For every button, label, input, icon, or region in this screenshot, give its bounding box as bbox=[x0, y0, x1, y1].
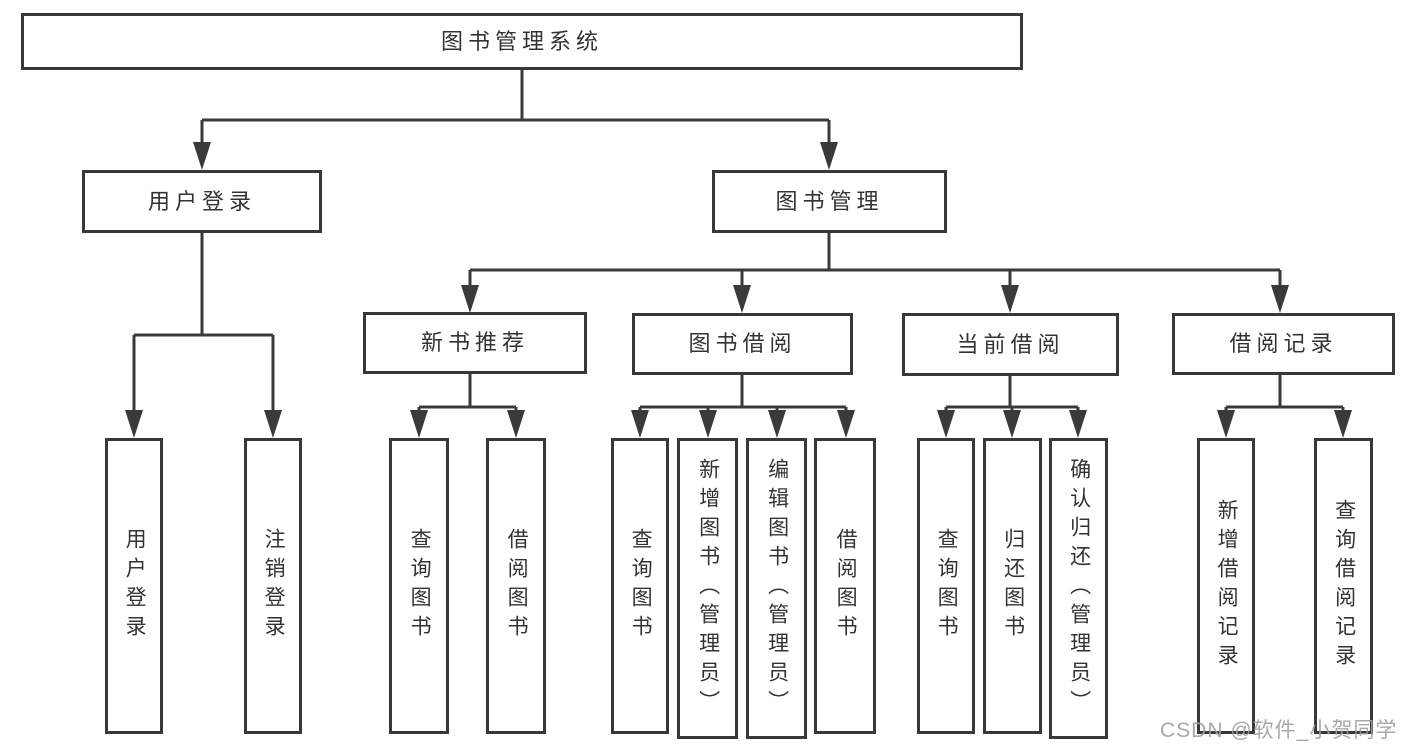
connector-segments bbox=[132, 70, 1345, 418]
node-user-login-action: 用户登录 bbox=[105, 438, 163, 734]
node-current-borrow: 当前借阅 bbox=[902, 313, 1119, 376]
node-library-management-system: 图书管理系统 bbox=[21, 13, 1023, 70]
node-borrow-books: 借阅图书 bbox=[814, 438, 876, 734]
node-logout-action: 注销登录 bbox=[244, 438, 302, 734]
node-confirm-return-admin: 确认归还（管理员） bbox=[1049, 438, 1108, 739]
node-edit-books-admin: 编辑图书（管理员） bbox=[746, 438, 807, 739]
node-book-management: 图书管理 bbox=[712, 170, 947, 233]
node-add-books-admin: 新增图书（管理员） bbox=[677, 438, 738, 739]
node-user-login: 用户登录 bbox=[82, 170, 322, 233]
node-book-borrow: 图书借阅 bbox=[632, 313, 853, 375]
node-query-books: 查询图书 bbox=[389, 438, 449, 734]
node-add-borrow-record: 新增借阅记录 bbox=[1197, 438, 1255, 734]
node-return-books: 归还图书 bbox=[983, 438, 1042, 734]
node-query-books: 查询图书 bbox=[611, 438, 669, 734]
node-query-books: 查询图书 bbox=[917, 438, 975, 734]
node-new-book-recommend: 新书推荐 bbox=[363, 312, 587, 374]
arrowhead-icons bbox=[125, 142, 1352, 438]
node-query-borrow-record: 查询借阅记录 bbox=[1314, 438, 1373, 734]
node-borrow-record: 借阅记录 bbox=[1172, 313, 1395, 375]
node-borrow-books: 借阅图书 bbox=[486, 438, 546, 734]
csdn-watermark: CSDN @软件_小贺同学 bbox=[1160, 719, 1398, 742]
